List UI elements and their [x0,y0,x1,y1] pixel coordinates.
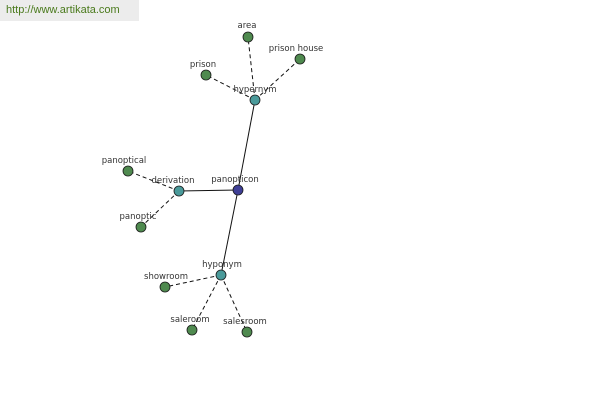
node-label-panoptic[interactable]: panoptic [120,212,157,222]
url-banner-text[interactable]: http://www.artikata.com [6,4,120,16]
node-panopticon[interactable] [232,184,244,196]
edge-hyponym-showroom [164,274,222,288]
node-derivation[interactable] [173,185,185,197]
node-label-panoptical[interactable]: panoptical [102,156,147,166]
edge-hyponym-saleroom [191,274,222,331]
edge-hypernym-prison [205,74,256,101]
node-area[interactable] [242,31,254,43]
node-hyponym[interactable] [215,269,227,281]
edge-hypernym-prison_house [254,58,301,101]
node-saleroom[interactable] [186,324,198,336]
node-showroom[interactable] [159,281,171,293]
node-label-area[interactable]: area [238,21,257,31]
edge-hyponym-salesroom [220,274,248,333]
node-hypernym[interactable] [249,94,261,106]
edges-layer [127,36,301,333]
url-banner[interactable]: http://www.artikata.com [0,0,139,21]
node-label-salesroom[interactable]: salesroom [223,317,267,327]
edge-panopticon-hypernym [237,99,256,191]
node-label-prison[interactable]: prison [190,60,216,70]
node-prison-house[interactable] [294,53,306,65]
node-panoptic[interactable] [135,221,147,233]
edge-hypernym-area [247,36,256,101]
node-label-prison-house[interactable]: prison house [269,44,324,54]
node-label-derivation[interactable]: derivation [151,176,194,186]
edge-derivation-panoptic [140,190,180,228]
node-panoptical[interactable] [122,165,134,177]
node-label-panopticon[interactable]: panopticon [211,175,259,185]
edge-panopticon-hyponym [220,189,239,276]
node-label-hypernym[interactable]: hypernym [233,85,276,95]
labels-layer: panopticon hypernym derivation hyponym area p… [102,21,324,327]
node-label-showroom[interactable]: showroom [144,272,188,282]
edge-derivation-panoptical [127,170,180,192]
node-prison[interactable] [200,69,212,81]
node-label-hyponym[interactable]: hyponym [202,260,242,270]
edge-panopticon-derivation [178,189,239,192]
node-salesroom[interactable] [241,326,253,338]
nodes-layer [122,31,306,338]
node-label-saleroom[interactable]: saleroom [170,315,209,325]
